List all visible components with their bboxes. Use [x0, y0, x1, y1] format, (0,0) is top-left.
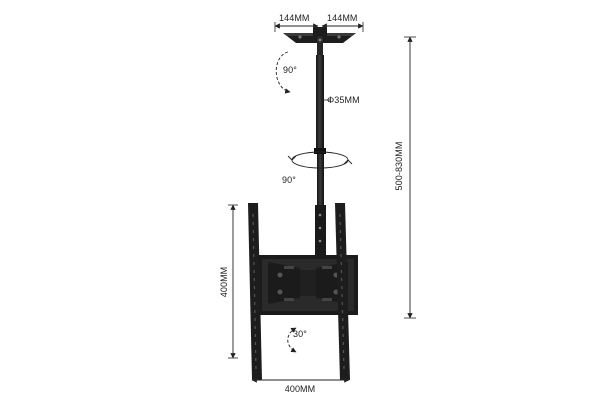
- dimension-height-range: 500-830MM: [394, 36, 416, 319]
- plate-swivel-label: 90°: [283, 65, 297, 75]
- dimension-vesa-height: 400MM: [219, 204, 238, 359]
- dimension-plate-width-right: 144MM: [321, 13, 364, 32]
- dimension-vesa-width: 400MM: [251, 377, 350, 394]
- tilt-label: 30°: [293, 329, 307, 339]
- left-vertical-arm: [248, 203, 262, 380]
- plate-width-right-label: 144MM: [327, 13, 358, 23]
- dimension-plate-width-left: 144MM: [274, 13, 319, 32]
- vesa-height-label: 400MM: [219, 267, 229, 298]
- pole-swivel-indicator: 90°: [282, 151, 353, 185]
- plate-width-left-label: 144MM: [279, 13, 310, 23]
- height-range-label: 500-830MM: [394, 142, 404, 191]
- pole-swivel-label: 90°: [282, 175, 296, 185]
- pole-diameter-label: Φ35MM: [327, 95, 360, 105]
- telescopic-pole: [314, 55, 326, 257]
- dimension-pole-diameter: Φ35MM: [324, 95, 360, 105]
- plate-swivel-indicator: 90°: [275, 51, 297, 94]
- vesa-width-label: 400MM: [285, 384, 316, 394]
- right-vertical-arm: [335, 203, 350, 380]
- ceiling-plate: [283, 27, 356, 56]
- tilt-indicator: 30°: [287, 327, 307, 353]
